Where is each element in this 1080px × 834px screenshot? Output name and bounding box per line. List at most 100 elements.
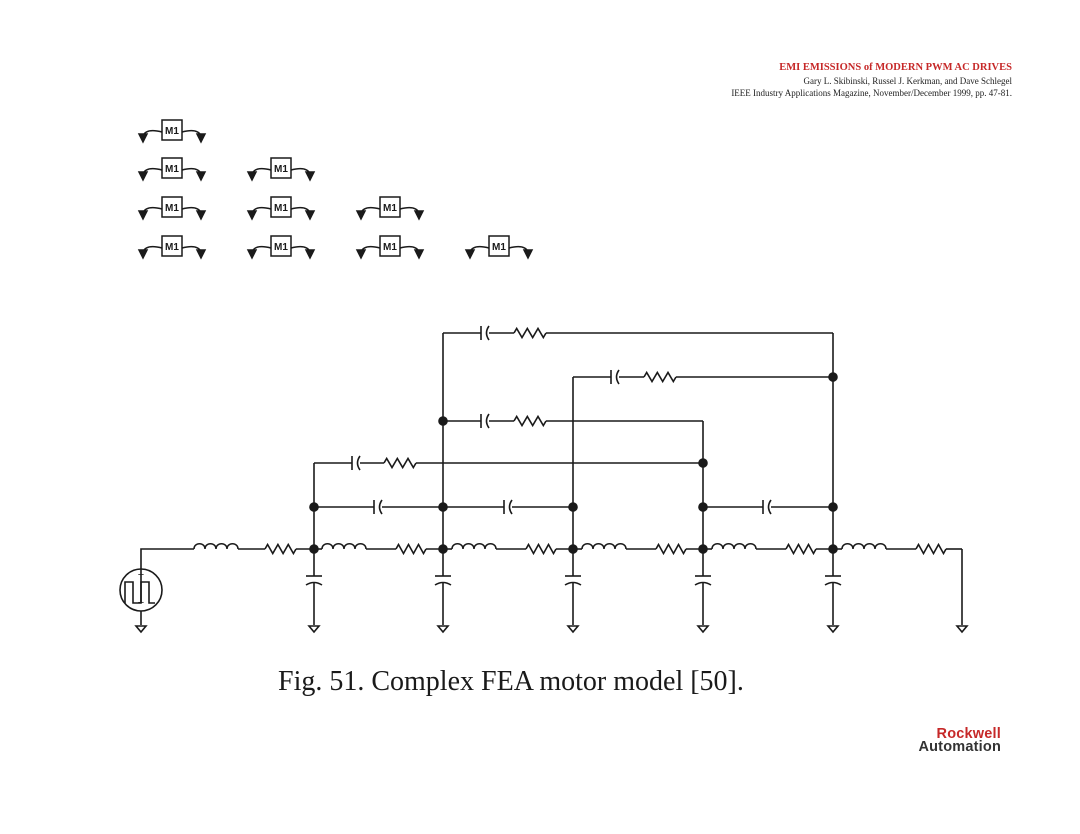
capacitor-plate — [508, 499, 513, 515]
resistor — [383, 456, 417, 470]
arrow-down-icon — [246, 210, 258, 221]
arrow-down-icon — [464, 249, 476, 260]
header: EMI EMISSIONS of MODERN PWM AC DRIVES Ga… — [731, 62, 1012, 100]
logo-line-automation: Automation — [918, 739, 1001, 755]
motor-label: M1 — [383, 242, 397, 253]
arrow-down-icon — [246, 171, 258, 182]
junction-dot — [828, 502, 838, 512]
arrow-down-icon — [413, 210, 425, 221]
motor-label: M1 — [165, 203, 179, 214]
arrow-down-icon — [304, 210, 316, 221]
capacitor-plate — [615, 369, 620, 385]
pwm-waveform-icon — [124, 581, 155, 604]
junction-dot — [698, 502, 708, 512]
resistor — [785, 542, 817, 556]
motor-label: M1 — [165, 164, 179, 175]
inductor — [581, 542, 627, 550]
arrow-down-icon — [195, 133, 207, 144]
motor-m1-icon: M1 — [137, 235, 207, 260]
junction-dot — [698, 544, 708, 554]
resistor — [915, 542, 947, 556]
source-symbol — [119, 568, 163, 612]
arrow-down-icon — [195, 210, 207, 221]
inductor — [193, 542, 239, 550]
junction-dot — [438, 416, 448, 426]
inductor — [841, 542, 887, 550]
figure-caption-text: Fig. 51. Complex FEA motor model [50]. — [278, 666, 744, 697]
arrow-down-icon — [137, 249, 149, 260]
pwm-voltage-source: +− — [119, 568, 163, 612]
ground-icon — [307, 625, 321, 634]
arrow-down-icon — [137, 133, 149, 144]
resistor — [395, 542, 427, 556]
motor-label: M1 — [165, 126, 179, 137]
motor-m1-icon: M1 — [246, 235, 316, 260]
junction-dot — [698, 458, 708, 468]
motor-box — [379, 196, 401, 218]
junction-dot — [309, 544, 319, 554]
arrow-down-icon — [137, 210, 149, 221]
motor-m1-icon: M1 — [246, 157, 316, 182]
motor-m1-icon: M1 — [246, 196, 316, 221]
rockwell-automation-logo: Rockwell Automation — [918, 726, 1001, 755]
ground-icon — [436, 625, 450, 634]
arrow-down-icon — [195, 171, 207, 182]
inductor — [711, 542, 757, 550]
header-authors: Gary L. Skibinski, Russel J. Kerkman, an… — [803, 75, 1012, 86]
ground-icon — [826, 625, 840, 634]
ground-icon — [134, 625, 148, 634]
motor-box — [270, 196, 292, 218]
arrow-down-icon — [355, 210, 367, 221]
motor-box — [270, 235, 292, 257]
capacitor-plate — [485, 325, 490, 341]
motor-label: M1 — [165, 242, 179, 253]
capacitor-plate — [378, 499, 383, 515]
resistor — [513, 326, 547, 340]
arrow-down-icon — [304, 249, 316, 260]
resistor — [513, 414, 547, 428]
motor-m1-icon: M1 — [137, 119, 207, 144]
motor-label: M1 — [274, 242, 288, 253]
motor-m1-icon: M1 — [137, 196, 207, 221]
junction-dot — [309, 502, 319, 512]
ground-icon — [566, 625, 580, 634]
header-title: EMI EMISSIONS of MODERN PWM AC DRIVES — [779, 62, 1012, 73]
logo-line-rockwell: Rockwell — [936, 726, 1001, 742]
arrow-down-icon — [304, 171, 316, 182]
motor-box — [161, 235, 183, 257]
motor-label: M1 — [492, 242, 506, 253]
motor-box — [488, 235, 510, 257]
source-plus-sign: + — [138, 569, 144, 581]
motor-box — [161, 157, 183, 179]
motor-label: M1 — [274, 203, 288, 214]
motor-box — [379, 235, 401, 257]
arrow-down-icon — [355, 249, 367, 260]
junction-dot — [568, 502, 578, 512]
capacitor-plate — [485, 413, 490, 429]
junction-dot — [828, 372, 838, 382]
motor-m1-icon: M1 — [137, 157, 207, 182]
source-circle — [119, 568, 163, 612]
inductor — [321, 542, 367, 550]
ground-icon — [955, 625, 969, 634]
resistor — [264, 542, 297, 556]
motor-label: M1 — [274, 164, 288, 175]
motor-box — [270, 157, 292, 179]
motor-box — [161, 196, 183, 218]
arrow-down-icon — [522, 249, 534, 260]
junction-dot — [828, 544, 838, 554]
motor-label: M1 — [383, 203, 397, 214]
ground-icon — [696, 625, 710, 634]
motor-m1-icon: M1 — [355, 196, 425, 221]
source-minus-sign: − — [138, 597, 144, 609]
capacitor-plate — [767, 499, 772, 515]
motor-box — [161, 119, 183, 141]
header-citation: IEEE Industry Applications Magazine, Nov… — [731, 88, 1012, 98]
capacitor-plate — [356, 455, 361, 471]
arrow-down-icon — [246, 249, 258, 260]
arrow-down-icon — [413, 249, 425, 260]
junction-dot — [438, 502, 448, 512]
resistor — [655, 542, 687, 556]
